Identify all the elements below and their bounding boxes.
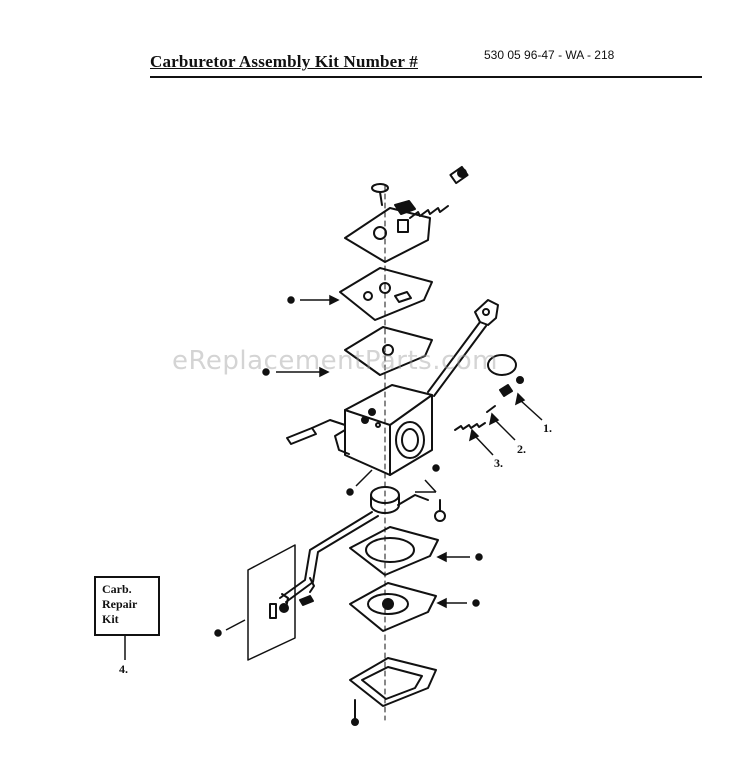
gasket-plate-part <box>339 267 433 321</box>
callout-label-2: 2. <box>517 442 526 456</box>
callout-arrow-bracket <box>214 619 246 637</box>
diaphragm-plate-part <box>344 326 433 376</box>
callout-arrow-valve <box>415 464 440 493</box>
watermark-text: eReplacementParts.com <box>172 346 499 376</box>
pump-diaphragm-part <box>349 582 437 632</box>
callout-arrow-1 <box>514 392 543 421</box>
small-screws-part <box>269 577 315 619</box>
carburetor-body-part <box>334 384 433 476</box>
callout-arrow-diaphragm <box>262 366 330 378</box>
callout-label-1: 1. <box>543 421 552 435</box>
callout-arrow-body <box>346 469 373 496</box>
kit-number: 530 05 96-47 - WA - 218 <box>484 48 615 62</box>
throttle-lever-part <box>427 299 499 397</box>
repair-kit-line2: Repair <box>102 597 138 611</box>
gasket-lower-part <box>349 526 439 576</box>
top-screw-part <box>371 183 389 206</box>
callout-arrow-2 <box>488 412 516 441</box>
repair-kit-box: Carb. Repair Kit <box>94 576 160 636</box>
idle-screw-part <box>499 376 524 397</box>
callout-arrow-3 <box>468 428 494 456</box>
bracket-outline-part <box>247 544 296 661</box>
fuel-line-part <box>279 511 379 603</box>
choke-pin-part <box>286 419 346 445</box>
bottom-cover-part <box>349 657 437 707</box>
throttle-washer-part <box>487 354 517 376</box>
adjust-spring-part <box>409 165 469 219</box>
intake-fitting-part <box>370 486 429 514</box>
callout-arrow-gasket <box>287 294 340 306</box>
callout-label-3: 3. <box>494 456 503 470</box>
bottom-screw-part <box>351 699 359 726</box>
top-cover-plate-part <box>344 200 431 263</box>
repair-kit-line1: Carb. <box>102 582 132 596</box>
check-valve-part <box>434 499 446 522</box>
callout-arrow-lower-gasket <box>436 551 483 563</box>
callout-label-4: 4. <box>119 662 128 676</box>
mixture-needle-part <box>454 405 496 431</box>
diagram-title-row: Carburetor Assembly Kit Number # 530 05 … <box>150 48 702 78</box>
repair-kit-line3: Kit <box>102 612 119 626</box>
callout-arrow-pump-diaphragm <box>436 597 480 609</box>
diagram-title: Carburetor Assembly Kit Number # <box>150 52 419 71</box>
